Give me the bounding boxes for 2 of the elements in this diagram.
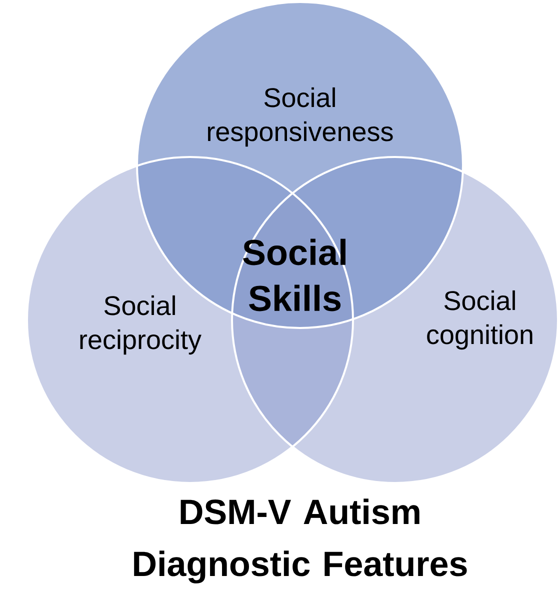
caption: DSM-V Autism Diagnostic Features [134,498,467,584]
center-label: Social Skills [243,238,346,312]
